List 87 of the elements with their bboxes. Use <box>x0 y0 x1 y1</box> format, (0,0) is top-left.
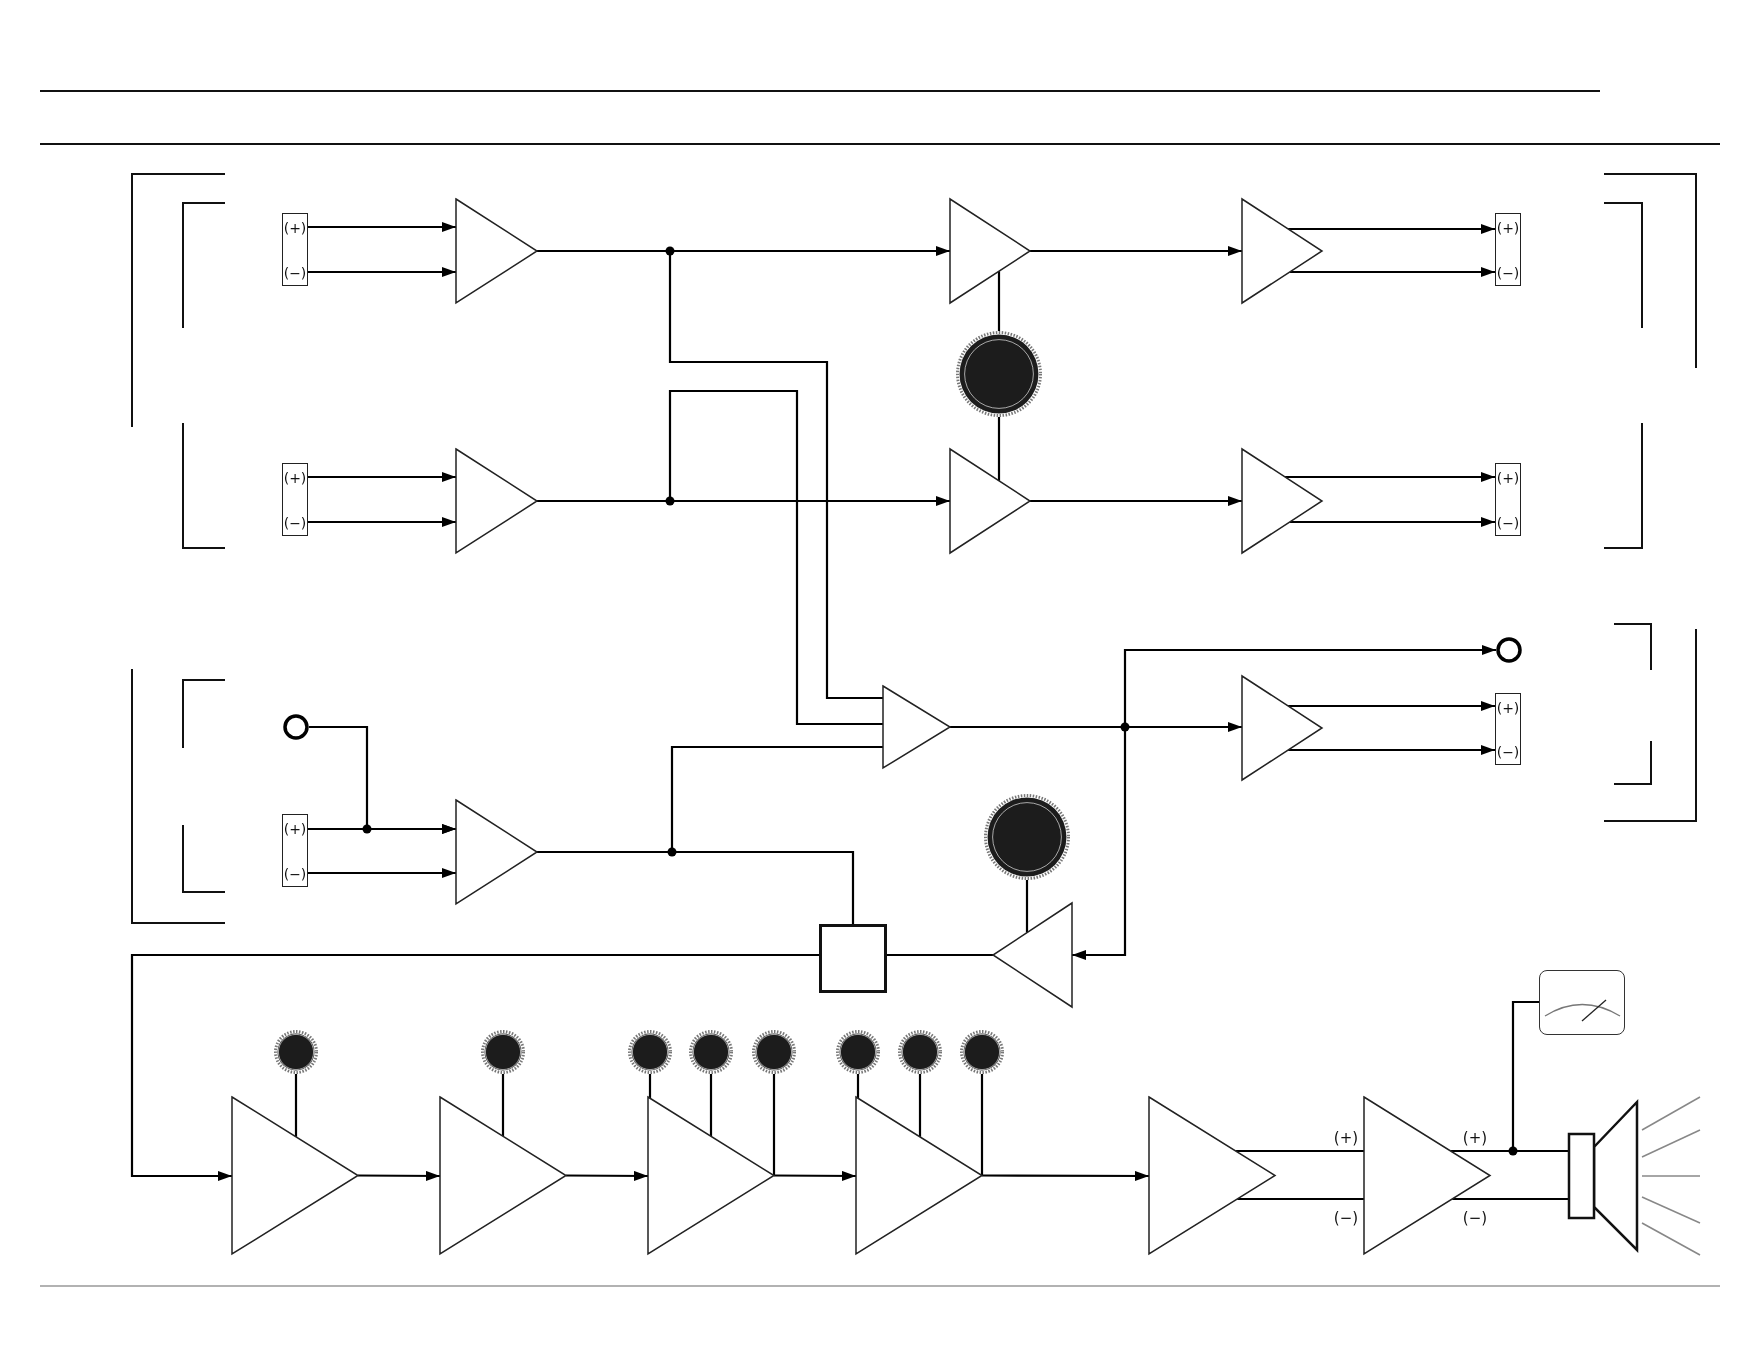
polarity-label: (−) <box>1333 1208 1359 1228</box>
amplifier-triangle <box>856 1097 982 1254</box>
signal-arrow <box>358 1170 440 1181</box>
jack-socket <box>283 714 309 740</box>
amplifier-triangle <box>456 449 537 553</box>
control-knob <box>752 1030 796 1074</box>
signal-arrow <box>1289 267 1495 277</box>
polarity-label: (+) <box>283 820 307 839</box>
control-knob <box>836 1030 880 1074</box>
terminal-block <box>1495 693 1521 765</box>
signal-line <box>856 1074 860 1099</box>
signal-line <box>648 1074 652 1099</box>
signal-arrow <box>774 1170 856 1181</box>
control-knob <box>689 1030 733 1074</box>
loudspeaker <box>1568 1100 1640 1252</box>
terminal-block <box>282 463 308 536</box>
amplifier-triangle <box>648 1097 774 1254</box>
control-knob <box>984 794 1070 880</box>
signal-line <box>1237 1197 1364 1201</box>
control-knob <box>956 331 1042 417</box>
signal-line <box>918 1074 922 1137</box>
polarity-label: (+) <box>1462 1128 1488 1148</box>
signal-arrow <box>1030 246 1242 256</box>
terminal-block <box>282 213 308 286</box>
polarity-label: (−) <box>1496 514 1520 533</box>
level-meter <box>1539 970 1625 1035</box>
polarity-label: (+) <box>283 469 307 488</box>
terminal-block <box>1495 463 1521 536</box>
amplifier-triangle <box>950 199 1030 303</box>
signal-arrow <box>1288 224 1495 234</box>
signal-line <box>1452 1197 1568 1201</box>
signal-line <box>709 1074 713 1137</box>
signal-arrow <box>1285 472 1495 482</box>
amplifier-triangle <box>1242 199 1322 303</box>
signal-arrow <box>566 1170 648 1181</box>
amplifier-triangle <box>456 199 537 303</box>
control-knob <box>628 1030 672 1074</box>
amplifier-triangle <box>1149 1097 1275 1254</box>
jack-socket <box>1496 637 1522 663</box>
polarity-label: (−) <box>1496 743 1520 762</box>
signal-arrow <box>308 824 456 834</box>
polarity-label: (−) <box>283 264 307 283</box>
signal-line <box>1025 880 1029 933</box>
polarity-label: (−) <box>283 514 307 533</box>
amplifier-triangle <box>1364 1097 1490 1254</box>
amplifier-triangle <box>456 800 537 904</box>
signal-arrow <box>1030 496 1242 506</box>
terminal-block <box>282 814 308 887</box>
terminal-block <box>1495 213 1521 286</box>
signal-line <box>997 271 1001 331</box>
signal-line <box>997 417 1001 481</box>
signal-arrow <box>1288 745 1495 755</box>
amplifier-triangle <box>1242 449 1322 553</box>
signal-arrow <box>308 517 456 527</box>
amplifier-triangle <box>232 1097 358 1254</box>
signal-arrow <box>1288 701 1495 711</box>
polarity-label: (+) <box>283 219 307 238</box>
control-knob <box>481 1030 525 1074</box>
signal-line <box>772 1074 776 1176</box>
control-knob <box>274 1030 318 1074</box>
amplifier-triangle <box>993 903 1072 1007</box>
amplifier-triangle <box>883 686 950 768</box>
junction-box <box>819 924 887 993</box>
signal-line <box>501 1074 505 1137</box>
signal-arrow <box>1289 517 1495 527</box>
signal-arrow <box>308 267 456 277</box>
amplifier-triangle <box>440 1097 566 1254</box>
amplifier-triangle <box>1242 676 1322 780</box>
signal-line <box>294 1074 298 1137</box>
polarity-label: (−) <box>1496 264 1520 283</box>
signal-arrow <box>130 953 819 1181</box>
signal-line <box>1235 1149 1364 1153</box>
signal-arrow <box>308 222 456 232</box>
polarity-label: (+) <box>1333 1128 1359 1148</box>
amplifier-triangle <box>950 449 1030 553</box>
signal-arrow <box>308 868 456 878</box>
control-knob <box>898 1030 942 1074</box>
control-knob <box>960 1030 1004 1074</box>
polarity-label: (−) <box>283 865 307 884</box>
signal-line <box>980 1074 984 1176</box>
signal-arrow <box>982 1170 1149 1181</box>
signal-arrow <box>308 472 456 482</box>
polarity-label: (+) <box>1496 699 1520 718</box>
polarity-label: (+) <box>1496 219 1520 238</box>
polarity-label: (+) <box>1496 469 1520 488</box>
polarity-label: (−) <box>1462 1208 1488 1228</box>
signal-line <box>887 953 993 957</box>
